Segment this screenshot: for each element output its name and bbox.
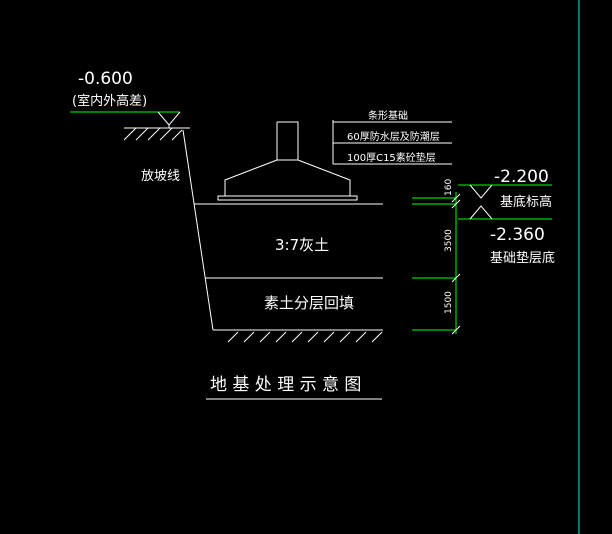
outdoor-level-marker xyxy=(70,111,181,128)
strip-foundation-shape xyxy=(217,121,358,201)
cushion-bottom-elevation-marker xyxy=(458,205,552,220)
slope-line xyxy=(182,129,214,331)
cushion-layer-label: 100厚C15素砼垫层 xyxy=(347,151,436,164)
waterproof-layer-label: 60厚防水层及防潮层 xyxy=(347,130,440,143)
strip-foundation-label: 条形基础 xyxy=(368,109,408,122)
lime-soil-label: 3:7灰土 xyxy=(275,236,329,254)
ground-hatch-bottom xyxy=(227,331,383,343)
slope-line-label: 放坡线 xyxy=(141,169,180,184)
dim-3500: 3500 xyxy=(444,229,454,252)
dim-160: 160 xyxy=(444,179,454,196)
dimension-chain xyxy=(412,192,461,335)
cushion-bottom-elevation-value: -2.360 xyxy=(490,225,545,245)
outdoor-level-note: (室内外高差) xyxy=(72,93,147,109)
ground-hatch-left xyxy=(123,127,190,141)
backfill-label: 素土分层回填 xyxy=(264,294,354,312)
base-elevation-marker xyxy=(458,184,552,199)
base-elevation-value: -2.200 xyxy=(494,167,549,187)
cushion-bottom-note: 基础垫层底 xyxy=(490,250,555,266)
diagram-title: 地 基 处 理 示 意 图 xyxy=(210,375,361,395)
base-elevation-note: 基底标高 xyxy=(500,194,552,210)
outdoor-level-value: -0.600 xyxy=(78,69,133,89)
layer-note-leaders xyxy=(332,120,452,165)
excavation-layers xyxy=(194,203,383,331)
dim-1500: 1500 xyxy=(444,291,454,314)
